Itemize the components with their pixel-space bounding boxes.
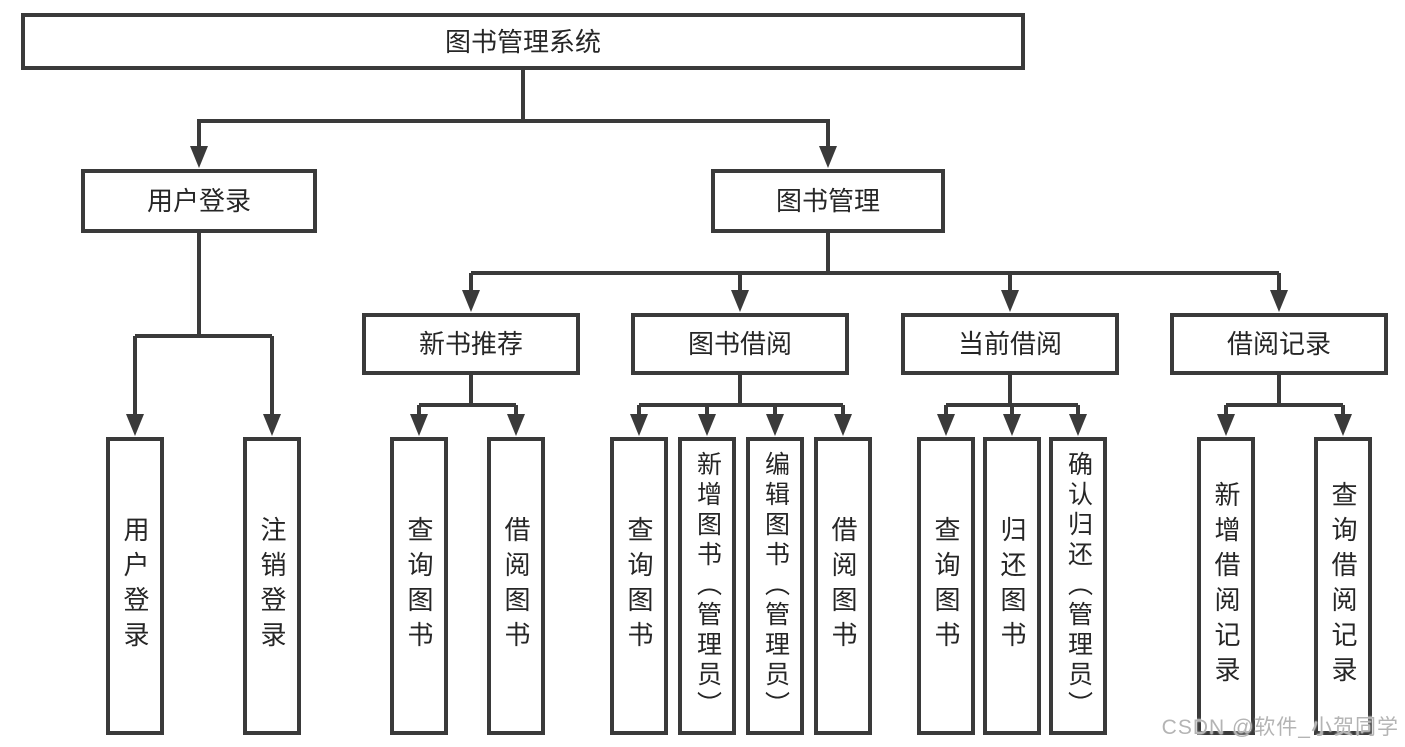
leaf-label: 用户登录 — [120, 516, 150, 656]
arrowhead-icons — [126, 146, 1352, 436]
junction-lines — [135, 70, 1343, 407]
node-label: 用户登录 — [146, 186, 251, 216]
node-borrowing-records: 借阅记录 — [1170, 313, 1388, 375]
node-label: 图书管理 — [775, 186, 880, 216]
leaf-label: 查询图书 — [404, 516, 434, 656]
node-label: 图书管理系统 — [444, 26, 601, 57]
leaf-label: 借阅图书 — [828, 516, 858, 656]
node-book-borrowing: 图书借阅 — [631, 313, 849, 375]
leaf-add-borrow-record: 新增借阅记录 — [1197, 437, 1255, 735]
leaf-label: 编辑图书（管理员） — [761, 451, 790, 721]
leaf-label: 归还图书 — [997, 516, 1027, 656]
node-current-borrowing: 当前借阅 — [901, 313, 1119, 375]
leaf-return-books: 归还图书 — [983, 437, 1041, 735]
node-library-system: 图书管理系统 — [21, 13, 1025, 70]
node-book-management: 图书管理 — [711, 169, 945, 233]
leaf-query-borrow-record: 查询借阅记录 — [1314, 437, 1372, 735]
leaf-label: 借阅图书 — [501, 516, 531, 656]
node-label: 图书借阅 — [687, 329, 792, 359]
leaf-query-books-borrowing: 查询图书 — [610, 437, 668, 735]
leaf-label: 确认归还（管理员） — [1064, 451, 1093, 721]
leaf-query-books-recommend: 查询图书 — [390, 437, 448, 735]
leaf-query-books-current: 查询图书 — [917, 437, 975, 735]
leaf-add-book-admin: 新增图书（管理员） — [678, 437, 736, 735]
leaf-label: 查询借阅记录 — [1328, 481, 1358, 691]
leaf-label: 新增图书（管理员） — [693, 451, 722, 721]
watermark: CSDN @软件_小贺同学 — [1161, 716, 1399, 739]
leaf-borrow-books-borrowing: 借阅图书 — [814, 437, 872, 735]
node-user-login: 用户登录 — [81, 169, 317, 233]
arrow-shafts — [133, 119, 1345, 420]
node-label: 新书推荐 — [418, 329, 523, 359]
leaf-confirm-return-admin: 确认归还（管理员） — [1049, 437, 1107, 735]
leaf-label: 新增借阅记录 — [1211, 481, 1241, 691]
leaf-user-login: 用户登录 — [106, 437, 164, 735]
leaf-label: 查询图书 — [931, 516, 961, 656]
node-label: 借阅记录 — [1226, 329, 1331, 359]
node-label: 当前借阅 — [957, 329, 1062, 359]
leaf-logout: 注销登录 — [243, 437, 301, 735]
leaf-label: 注销登录 — [257, 516, 287, 656]
leaf-label: 查询图书 — [624, 516, 654, 656]
leaf-edit-book-admin: 编辑图书（管理员） — [746, 437, 804, 735]
node-new-book-recommendation: 新书推荐 — [362, 313, 580, 375]
leaf-borrow-books-recommend: 借阅图书 — [487, 437, 545, 735]
